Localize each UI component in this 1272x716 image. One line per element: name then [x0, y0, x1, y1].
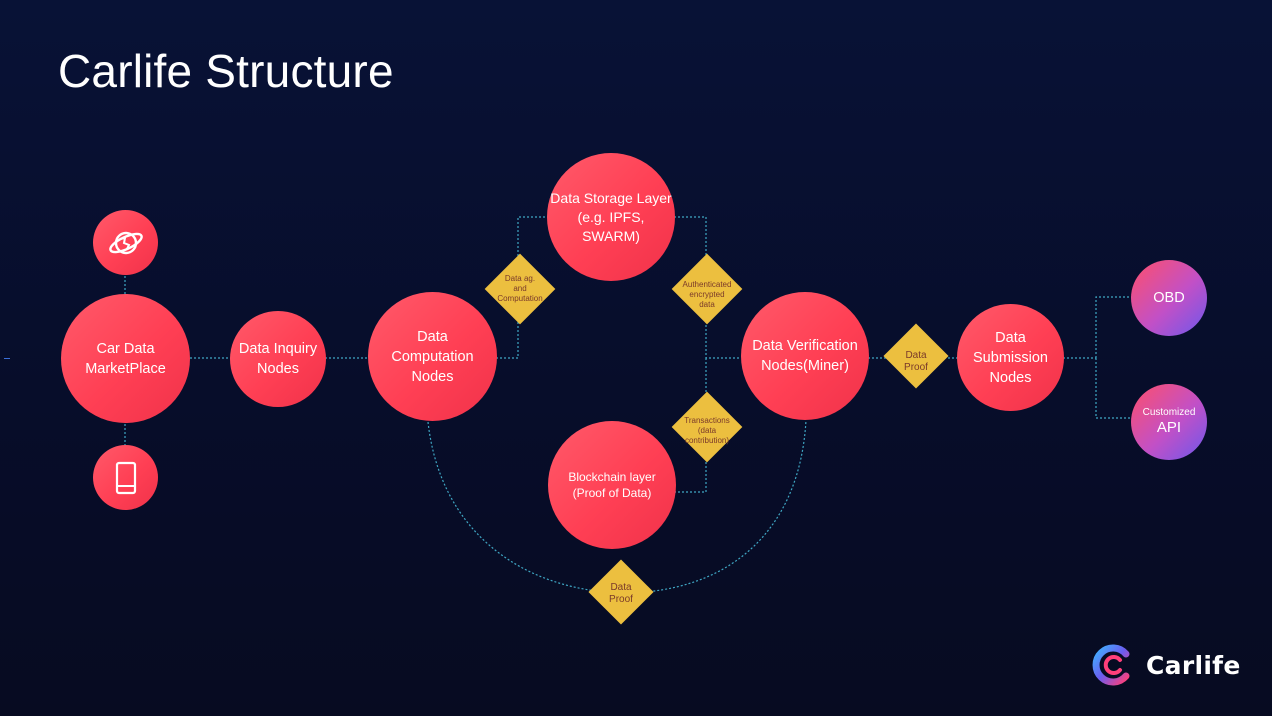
computation-label: Data Computation Nodes	[391, 328, 474, 385]
brand-name: Carlife	[1146, 650, 1241, 680]
page-title: Carlife Structure	[58, 45, 394, 97]
data-inquiry-node[interactable]: Data Inquiry Nodes	[230, 311, 326, 407]
blockchain-label: Blockchain layer (Proof of Data)	[568, 470, 656, 500]
data-computation-node[interactable]: Data Computation Nodes	[368, 292, 497, 421]
storage-label: Data Storage Layer (e.g. IPFS, SWARM)	[550, 189, 672, 244]
data-proof-bottom-label: Data Proof	[609, 582, 633, 605]
phone-node[interactable]	[93, 445, 158, 510]
data-verification-node[interactable]: Data Verification Nodes(Miner)	[741, 292, 869, 420]
obd-node[interactable]: OBD	[1131, 260, 1207, 336]
data-storage-layer-node[interactable]: Data Storage Layer (e.g. IPFS, SWARM)	[547, 153, 675, 281]
data-proof-right-label: Data Proof	[904, 350, 928, 373]
smartphone-icon	[115, 461, 136, 494]
obd-label: OBD	[1153, 290, 1185, 306]
customized-api-node[interactable]: Customized API	[1131, 384, 1207, 460]
verification-label: Data Verification Nodes(Miner)	[752, 338, 858, 374]
planet-icon	[108, 231, 143, 254]
api-top-label: Customized	[1142, 407, 1196, 418]
api-bottom-label: API	[1156, 419, 1182, 436]
inquiry-label: Data Inquiry Nodes	[238, 341, 318, 377]
blockchain-layer-node[interactable]: Blockchain layer (Proof of Data)	[548, 421, 676, 549]
edge-split-obd	[1095, 296, 1133, 358]
left-edge-marker	[4, 358, 10, 359]
carlife-brand[interactable]: Carlife	[1090, 642, 1241, 688]
marketplace-label: Car Data MarketPlace	[85, 340, 166, 377]
data-ag-label: Data ag. and Computation	[497, 274, 543, 303]
edge-storage-verification	[674, 216, 740, 359]
carlife-logo-icon	[1092, 644, 1130, 686]
authenticated-label: Authenticated encrypted data	[682, 280, 732, 309]
car-data-marketplace-node[interactable]: Car Data MarketPlace	[61, 294, 190, 423]
submission-label: Data Submission Nodes	[973, 329, 1048, 386]
planet-node[interactable]	[93, 210, 158, 275]
data-submission-node[interactable]: Data Submission Nodes	[957, 304, 1064, 411]
edge-split-api	[1095, 358, 1133, 419]
transactions-label: Transactions (data contribution)	[684, 416, 730, 445]
